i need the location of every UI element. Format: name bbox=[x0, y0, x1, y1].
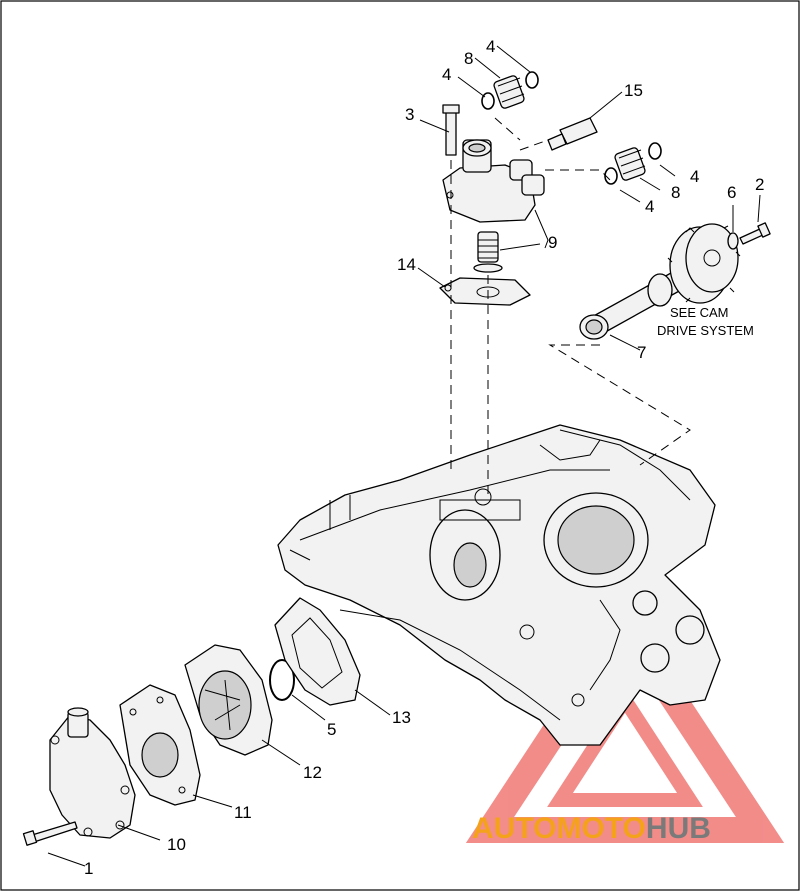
o-ring-right-lower bbox=[604, 167, 618, 185]
housing-bolt bbox=[442, 104, 460, 156]
callout-6: 6 bbox=[727, 183, 736, 202]
hose-fitting-upper bbox=[493, 75, 525, 109]
callout-2: 2 bbox=[755, 175, 764, 194]
crankcase-housing bbox=[277, 424, 721, 746]
callout-8-upper: 8 bbox=[464, 49, 473, 68]
callouts: 1 2 3 4 4 4 4 5 6 7 8 8 9 10 11 12 13 14… bbox=[84, 37, 764, 878]
hose-fitting-right bbox=[614, 147, 646, 181]
watermark-auto: AUTO bbox=[472, 812, 556, 845]
o-ring-right-upper bbox=[648, 142, 662, 160]
cam-washer bbox=[727, 232, 739, 250]
cam-bolt bbox=[739, 222, 771, 245]
temperature-sensor bbox=[547, 117, 598, 151]
callout-14: 14 bbox=[397, 255, 416, 274]
cover-bolt bbox=[22, 821, 78, 846]
assembly-lines bbox=[450, 117, 691, 495]
callout-11: 11 bbox=[234, 803, 252, 822]
callout-4-right-lower: 4 bbox=[645, 197, 654, 216]
thermostat-gasket bbox=[439, 277, 531, 306]
callout-4-upper-left: 4 bbox=[442, 65, 451, 84]
watermark-text: AUTOMOTOHUB bbox=[472, 812, 711, 845]
note-line-2: DRIVE SYSTEM bbox=[657, 323, 754, 338]
leader-lines bbox=[47, 45, 761, 867]
note-line-1: SEE CAM bbox=[670, 305, 729, 320]
callout-13: 13 bbox=[392, 708, 411, 727]
water-pump-cover bbox=[49, 707, 136, 839]
o-ring-upper-left bbox=[481, 92, 495, 110]
callout-4-upper-right: 4 bbox=[486, 37, 495, 56]
callout-5: 5 bbox=[327, 720, 336, 739]
callout-8-right: 8 bbox=[671, 183, 680, 202]
callout-12: 12 bbox=[303, 763, 322, 782]
pump-gasket bbox=[119, 684, 201, 806]
housing-gasket bbox=[274, 597, 361, 706]
water-pump-body bbox=[184, 644, 273, 756]
o-ring-upper-right bbox=[525, 71, 539, 89]
callout-15: 15 bbox=[624, 81, 643, 100]
watermark-hub: HUB bbox=[646, 812, 711, 845]
camshaft-assembly bbox=[579, 223, 741, 340]
callout-4-right-upper: 4 bbox=[690, 167, 699, 186]
o-ring-pump bbox=[269, 659, 295, 701]
watermark-moto: MOTO bbox=[556, 812, 645, 845]
callout-9: 9 bbox=[548, 233, 557, 252]
callout-7: 7 bbox=[637, 343, 646, 362]
thermostat bbox=[473, 231, 503, 273]
callout-10: 10 bbox=[167, 835, 186, 854]
callout-1: 1 bbox=[84, 859, 93, 878]
thermostat-housing bbox=[442, 139, 545, 223]
callout-3: 3 bbox=[405, 105, 414, 124]
